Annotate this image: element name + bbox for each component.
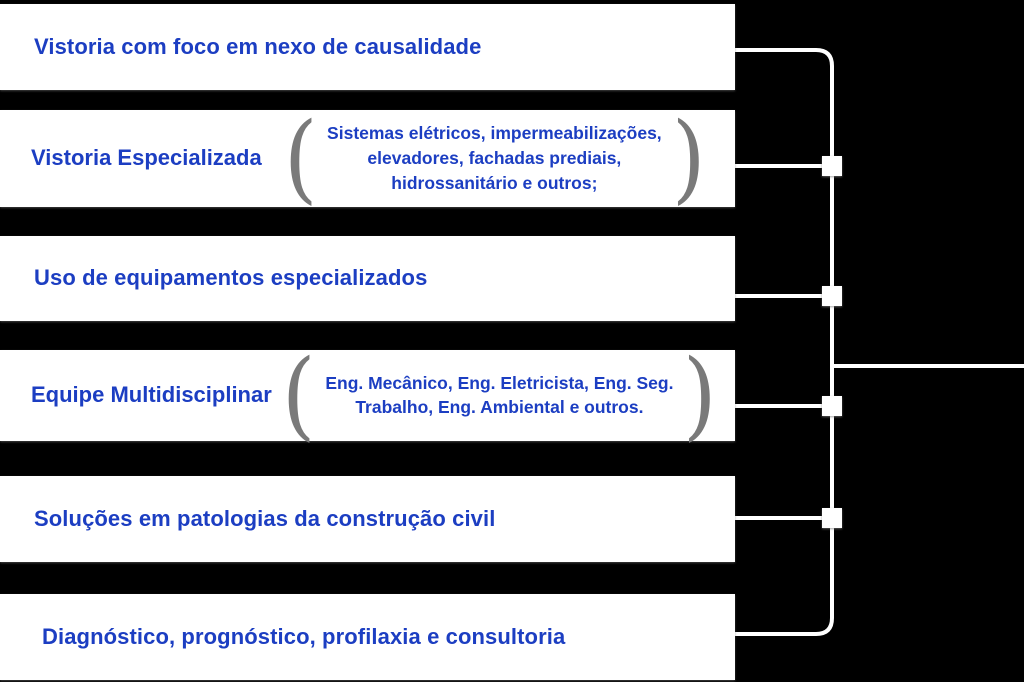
- card-title: Vistoria com foco em nexo de causalidade: [34, 33, 482, 59]
- card-uso-equipamentos-especializados[interactable]: Uso de equipamentos especializados: [0, 236, 735, 321]
- card-diagnostico-prognostico[interactable]: Diagnóstico, prognóstico, profilaxia e c…: [0, 594, 735, 680]
- connector-node-3: [822, 286, 842, 306]
- card-vistoria-nexo-causalidade[interactable]: Vistoria com foco em nexo de causalidade: [0, 4, 735, 90]
- connector-node-5: [822, 508, 842, 528]
- card-title: Diagnóstico, prognóstico, profilaxia e c…: [42, 623, 566, 649]
- card-title: Uso de equipamentos especializados: [34, 265, 428, 291]
- card-detail: Sistemas elétricos, impermeabilizações, …: [327, 123, 662, 193]
- card-detail-group: ( Sistemas elétricos, impermeabilizações…: [270, 101, 719, 214]
- card-detail-group: ( Eng. Mecânico, Eng. Eletricista, Eng. …: [280, 338, 719, 451]
- left-parenthesis-icon: (: [281, 338, 316, 451]
- right-parenthesis-icon: ): [683, 338, 718, 451]
- connector-node-4: [822, 396, 842, 416]
- card-detail: Eng. Mecânico, Eng. Eletricista, Eng. Se…: [325, 372, 674, 418]
- connector-node-2: [822, 156, 842, 176]
- card-title: Soluções em patologias da construção civ…: [34, 505, 496, 531]
- card-equipe-multidisciplinar[interactable]: Equipe Multidisciplinar ( Eng. Mecânico,…: [0, 338, 735, 451]
- bracket-spine: [735, 48, 834, 636]
- right-parenthesis-icon: ): [671, 101, 706, 214]
- card-vistoria-especializada[interactable]: Vistoria Especializada ( Sistemas elétri…: [0, 110, 735, 207]
- card-solucoes-patologias[interactable]: Soluções em patologias da construção civ…: [0, 476, 735, 562]
- left-parenthesis-icon: (: [283, 101, 318, 214]
- card-title: Equipe Multidisciplinar: [31, 382, 272, 408]
- card-title: Vistoria Especializada: [31, 145, 262, 171]
